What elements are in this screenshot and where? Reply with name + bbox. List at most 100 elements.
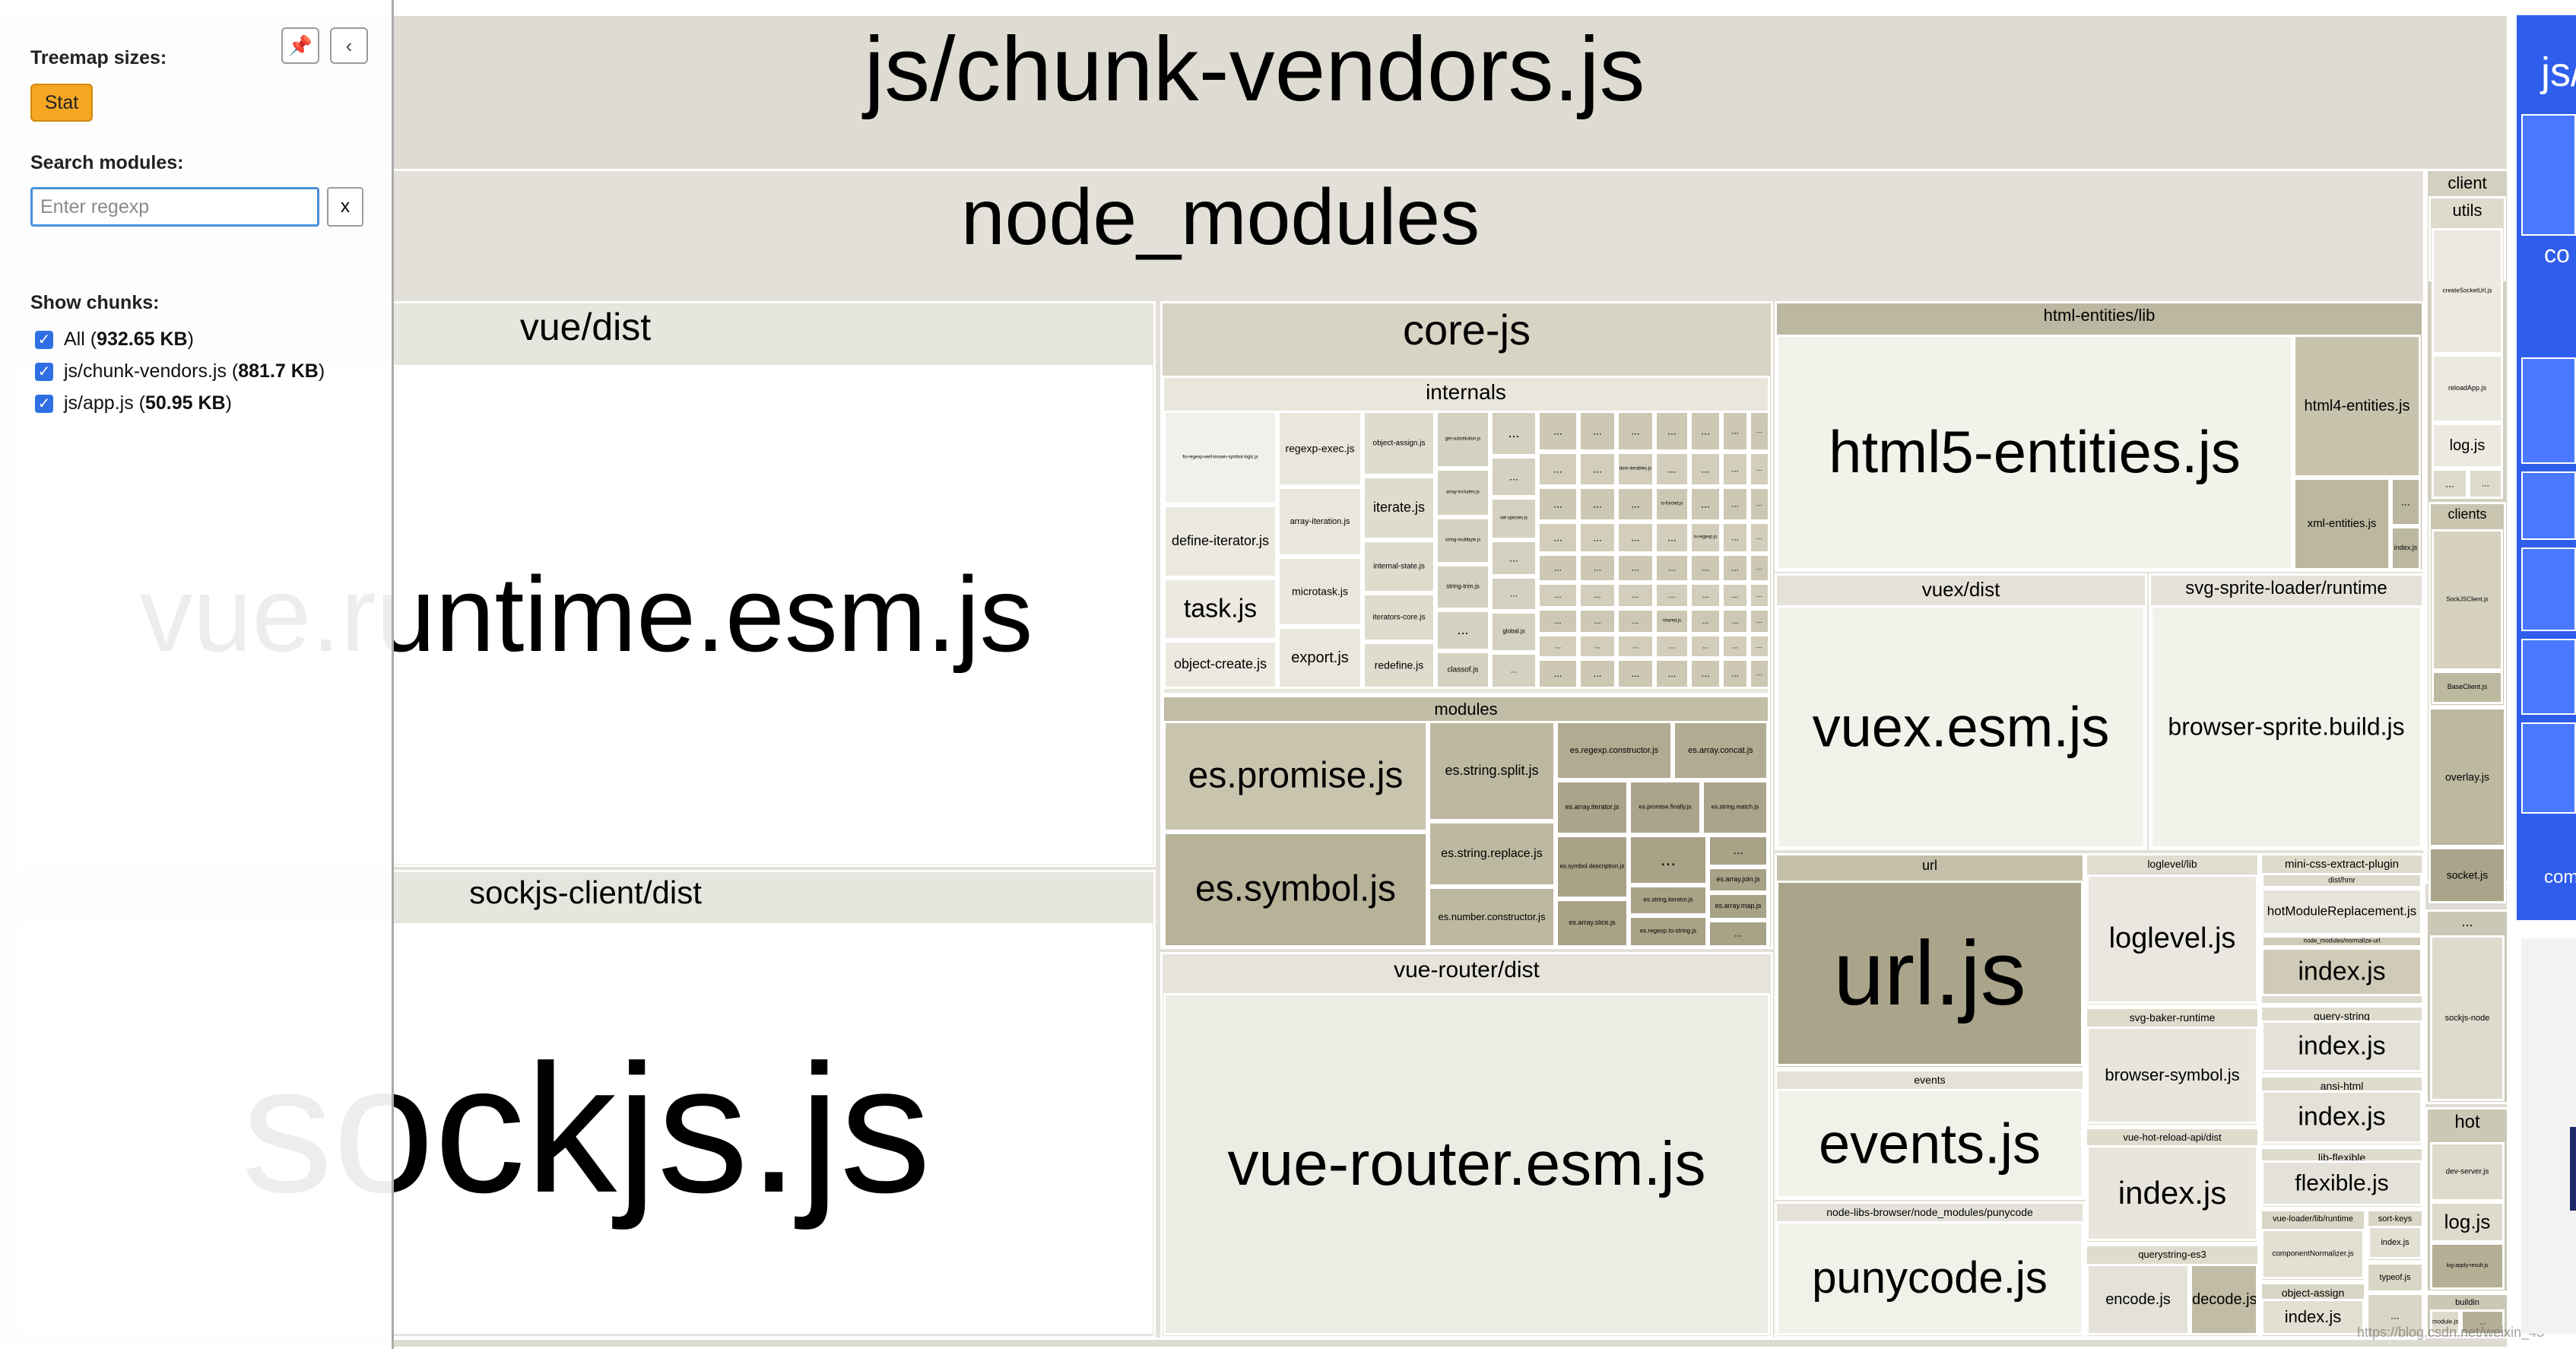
internal-module[interactable]: ... — [1537, 634, 1578, 659]
internal-module[interactable]: ... — [1490, 540, 1537, 576]
overlay-js[interactable]: overlay.js — [2428, 707, 2506, 847]
internal-module[interactable]: iterators-core.js — [1363, 593, 1436, 642]
internal-module[interactable]: ... — [1689, 582, 1721, 608]
internal-module[interactable]: ... — [1721, 608, 1749, 634]
internal-module[interactable]: task.js — [1163, 578, 1277, 640]
internal-module[interactable]: ... — [1537, 522, 1578, 554]
internal-module[interactable]: ... — [1436, 610, 1490, 651]
internal-module[interactable]: ... — [1616, 608, 1654, 634]
collapse-sidebar-button[interactable]: ‹ — [330, 27, 368, 64]
internal-module[interactable]: ... — [1490, 652, 1537, 689]
internal-module[interactable]: ... — [1749, 487, 1770, 522]
es-promise[interactable]: es.promise.js — [1163, 721, 1428, 832]
module-file[interactable]: es.array.join.js — [1708, 867, 1769, 893]
internal-module[interactable]: define-iterator.js — [1163, 505, 1277, 578]
internal-module[interactable]: ... — [1654, 582, 1689, 608]
internal-module[interactable]: ... — [1578, 659, 1616, 689]
search-input[interactable] — [30, 187, 319, 227]
dev-server[interactable]: dev-server.js — [2430, 1142, 2505, 1201]
internal-module[interactable]: ... — [1721, 582, 1749, 608]
app-module[interactable] — [2521, 471, 2576, 540]
encode-js[interactable]: encode.js — [2086, 1264, 2190, 1335]
internal-module[interactable]: ... — [1490, 411, 1537, 456]
browser-symbol[interactable]: browser-symbol.js — [2086, 1027, 2258, 1124]
vuex-esm[interactable]: vuex.esm.js — [1776, 605, 2146, 849]
log-apply-result[interactable]: log-apply-result.js — [2430, 1243, 2505, 1290]
internal-module[interactable]: ... — [1537, 411, 1578, 452]
html5-entities[interactable]: html5-entities.js — [1776, 335, 2293, 570]
index-js[interactable]: index.js — [2261, 1299, 2365, 1335]
internal-module[interactable]: ... — [1578, 522, 1616, 554]
clear-search-button[interactable]: x — [327, 187, 363, 227]
internal-module[interactable]: ... — [1749, 634, 1770, 659]
internal-module[interactable]: ... — [1654, 659, 1689, 689]
internal-module[interactable]: ... — [1689, 634, 1721, 659]
internal-module[interactable]: ... — [1616, 659, 1654, 689]
module-file[interactable]: es.array.concat.js — [1673, 721, 1769, 780]
module-file[interactable]: es.regexp.constructor.js — [1556, 721, 1673, 780]
internal-module[interactable]: ... — [1578, 608, 1616, 634]
checkbox[interactable]: ✓ — [35, 362, 53, 381]
internal-module[interactable]: ... — [1578, 554, 1616, 582]
index-js[interactable]: index.js — [2390, 526, 2421, 570]
internal-module[interactable]: ... — [1749, 411, 1770, 452]
internal-module[interactable]: shared.js — [1654, 608, 1689, 634]
treemap-node[interactable]: ... — [2460, 1309, 2505, 1335]
internal-module[interactable]: dom-iterables.js — [1616, 452, 1654, 487]
log-js[interactable]: log.js — [2430, 1201, 2505, 1243]
internal-module[interactable]: microtask.js — [1277, 557, 1363, 627]
url-js[interactable]: url.js — [1776, 881, 2083, 1066]
internal-module[interactable]: ... — [1616, 634, 1654, 659]
internal-module[interactable]: object-assign.js — [1363, 411, 1436, 476]
reload-app[interactable]: reloadApp.js — [2432, 354, 2503, 423]
index-js[interactable]: index.js — [2086, 1145, 2258, 1241]
app-module[interactable] — [2521, 114, 2576, 236]
app-module[interactable] — [2521, 548, 2576, 631]
internal-module[interactable]: string-multibyte.js — [1436, 517, 1490, 564]
internal-module[interactable]: ... — [1749, 452, 1770, 487]
xml-entities[interactable]: xml-entities.js — [2293, 478, 2390, 570]
app-module[interactable] — [2521, 357, 2576, 464]
internal-module[interactable]: ... — [1537, 608, 1578, 634]
sockjs-client-js[interactable]: SockJSClient.js — [2432, 529, 2503, 671]
internal-module[interactable]: ... — [1616, 582, 1654, 608]
browser-sprite[interactable]: browser-sprite.build.js — [2150, 605, 2422, 849]
index-js[interactable]: index.js — [2261, 947, 2422, 996]
chunk-other[interactable] — [2521, 938, 2576, 1334]
vue-router-esm[interactable]: vue-router.esm.js — [1163, 993, 1770, 1335]
internal-module[interactable]: ... — [1721, 659, 1749, 689]
chunk-app-js[interactable]: js/ co com — [2517, 15, 2576, 920]
internal-module[interactable]: set-species.js — [1490, 497, 1537, 540]
internal-module[interactable]: global.js — [1490, 611, 1537, 652]
internal-module[interactable]: ... — [1721, 487, 1749, 522]
module-file[interactable]: es.string.match.js — [1702, 780, 1769, 835]
socket-js[interactable]: socket.js — [2428, 847, 2506, 903]
internal-module[interactable]: iterate.js — [1363, 476, 1436, 540]
treemap-node[interactable]: ... — [2390, 478, 2421, 526]
events-js[interactable]: events.js — [1776, 1089, 2083, 1198]
module-file[interactable]: ... — [1629, 835, 1708, 885]
create-socket-url[interactable]: createSocketUrl.js — [2432, 228, 2503, 354]
pin-button[interactable]: 📌 — [281, 27, 319, 64]
treemap-node[interactable]: ... — [2366, 1293, 2424, 1338]
chunk-checkbox-row[interactable]: ✓All (932.65 KB) — [35, 329, 194, 351]
treemap-node[interactable]: ... — [2432, 468, 2468, 499]
internal-module[interactable]: ... — [1616, 411, 1654, 452]
internal-module[interactable]: ... — [1749, 582, 1770, 608]
internal-module[interactable]: ... — [1721, 554, 1749, 582]
internal-module[interactable]: ... — [1537, 659, 1578, 689]
internal-module[interactable]: ... — [1654, 634, 1689, 659]
base-client[interactable]: BaseClient.js — [2432, 671, 2503, 704]
internal-module[interactable]: ... — [1721, 522, 1749, 554]
internal-module[interactable]: ... — [1578, 634, 1616, 659]
internal-module[interactable]: ... — [1689, 659, 1721, 689]
treemap-node[interactable]: node_modules/normalize-url — [2261, 935, 2422, 947]
internal-module[interactable]: ... — [1654, 522, 1689, 554]
internal-module[interactable]: get-substitution.js — [1436, 411, 1490, 468]
internal-module[interactable]: ... — [1616, 522, 1654, 554]
es-symbol[interactable]: es.symbol.js — [1163, 832, 1428, 947]
internal-module[interactable]: ... — [1578, 487, 1616, 522]
internal-module[interactable]: ... — [1721, 634, 1749, 659]
internal-module[interactable]: object-create.js — [1163, 640, 1277, 689]
module-file[interactable]: es.string.iterator.js — [1629, 885, 1708, 916]
